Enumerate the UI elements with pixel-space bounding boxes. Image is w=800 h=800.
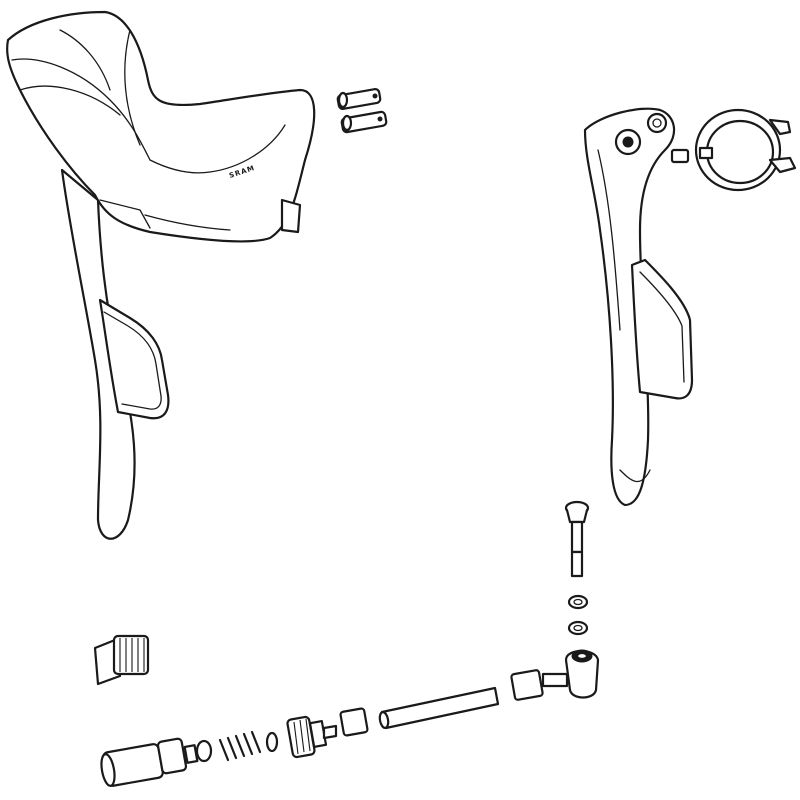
compression-fitting: [286, 715, 338, 759]
olive: [339, 707, 369, 737]
hose-insert-sleeve: [510, 669, 544, 701]
shift-paddle: [98, 298, 170, 420]
shift-brake-lever-assembly: SRAM: [6, 10, 316, 540]
pivot-pins: [336, 87, 388, 134]
hose-bolt-stack: [541, 500, 600, 699]
hydraulic-hose: [378, 686, 500, 730]
pivot-pin: [336, 87, 382, 111]
blade-paddle: [630, 258, 694, 400]
pivot-pin: [340, 110, 388, 134]
hose-line-parts: [100, 669, 544, 787]
threaded-adapter: [93, 634, 150, 686]
crush-washer: [567, 594, 589, 610]
banjo-fitting: [541, 649, 600, 699]
brake-lever-blade-assembly: [583, 107, 694, 507]
crush-washer: [567, 620, 589, 636]
clamp-band: [670, 108, 797, 192]
bleed-port-fitting: [183, 739, 213, 764]
shift-brake-lever-body: [6, 10, 316, 243]
spring: [218, 730, 262, 762]
hose-bolt: [564, 500, 590, 578]
o-ring: [265, 731, 279, 753]
brake-lever-blade: [583, 107, 676, 507]
compression-nut: [100, 737, 188, 787]
